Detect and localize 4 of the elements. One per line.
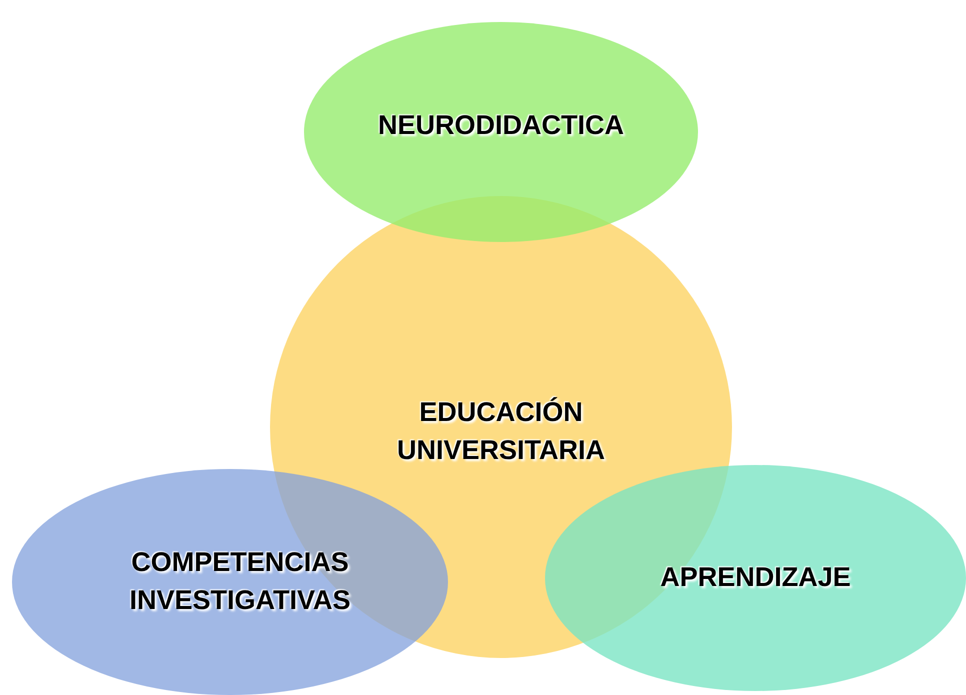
node-label: COMPETENCIAS INVESTIGATIVAS xyxy=(128,546,352,617)
node-label: APRENDIZAJE xyxy=(659,561,852,594)
node-label: NEURODIDACTICA xyxy=(377,109,625,142)
node-label: EDUCACIÓN UNIVERSITARIA xyxy=(396,396,606,467)
